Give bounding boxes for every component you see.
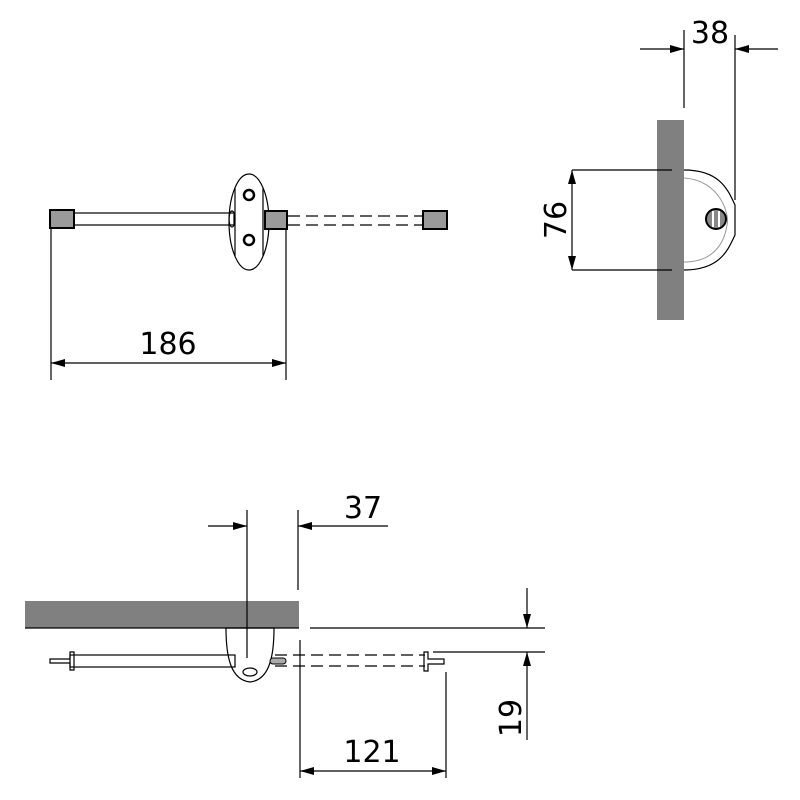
end-cap-extended bbox=[422, 210, 448, 230]
dimension-121: 121 bbox=[343, 735, 400, 770]
dimension-37: 37 bbox=[344, 491, 382, 526]
front-view: 37 19 121 bbox=[25, 491, 545, 778]
dimension-38: 38 bbox=[691, 16, 729, 51]
end-pin-extended bbox=[423, 651, 445, 672]
dimension-76: 76 bbox=[539, 201, 574, 239]
screw-hole-icon bbox=[242, 188, 256, 202]
wall bbox=[657, 120, 684, 320]
shelf bbox=[25, 601, 299, 628]
dimension-19: 19 bbox=[494, 699, 529, 737]
rod bbox=[69, 654, 236, 668]
end-cap-mid bbox=[264, 210, 288, 230]
bracket bbox=[683, 169, 736, 271]
side-view: 76 38 bbox=[539, 16, 778, 320]
screw-icon bbox=[705, 208, 727, 230]
bracket bbox=[225, 627, 275, 683]
dimension-186: 186 bbox=[139, 327, 196, 362]
rod bbox=[71, 212, 235, 226]
top-view: 186 bbox=[49, 173, 448, 380]
end-pin-left bbox=[49, 651, 75, 671]
rod-hole bbox=[228, 210, 236, 228]
screw-hole-icon bbox=[242, 233, 256, 247]
end-cap-left bbox=[49, 209, 75, 229]
